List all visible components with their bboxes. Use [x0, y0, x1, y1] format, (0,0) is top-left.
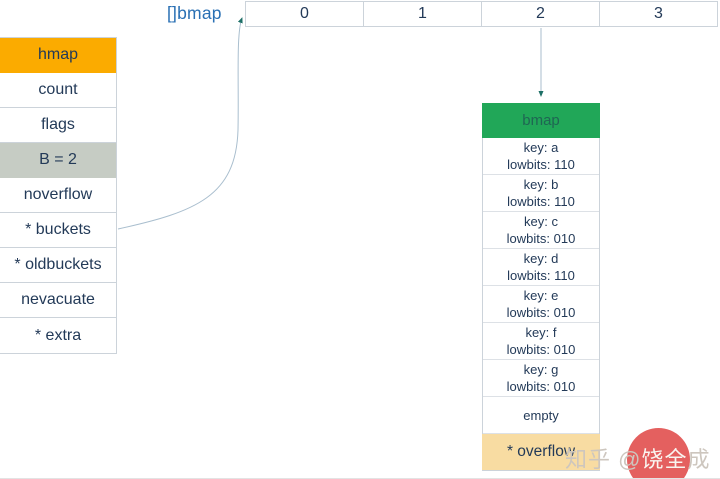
hmap-field-count: count [0, 73, 116, 108]
watermark-prefix: 知乎 @ [565, 447, 642, 472]
hmap-field-b: B = 2 [0, 143, 116, 178]
zhihu-logo-circle [627, 428, 690, 478]
bucket-cell-2: 2 [482, 2, 600, 26]
watermark-suffix: 成 [687, 447, 711, 472]
bmap-empty-slot: empty [483, 397, 599, 434]
entry-key: key: c [524, 214, 558, 229]
bmap-entry-1: key: b lowbits: 110 [483, 175, 599, 212]
bmap-entry-6: key: g lowbits: 010 [483, 360, 599, 397]
entry-key: key: e [523, 288, 559, 303]
hmap-field-nevacuate: nevacuate [0, 283, 116, 318]
entry-key: key: d [523, 251, 559, 266]
hmap-field-flags: flags [0, 108, 116, 143]
entry-lowbits: lowbits: 110 [507, 268, 575, 283]
hmap-field-hmap: hmap [0, 38, 116, 73]
bmap-header: bmap [482, 103, 600, 138]
hmap-field-oldbuckets: * oldbuckets [0, 248, 116, 283]
entry-key: key: a [523, 140, 559, 155]
bucket-cell-1: 1 [364, 2, 482, 26]
watermark-name-on-circle: 饶全 [641, 447, 688, 472]
bmap-entry-3: key: d lowbits: 110 [483, 249, 599, 286]
entry-lowbits: lowbits: 010 [506, 231, 576, 246]
entry-key: key: g [523, 362, 559, 377]
bucket-cell-3: 3 [654, 5, 663, 22]
hmap-field-extra: * extra [0, 318, 116, 353]
zhihu-watermark: 知乎 @饶全成 [565, 442, 710, 474]
bmap-entry-5: key: f lowbits: 010 [483, 323, 599, 360]
buckets-pointer-arrow [117, 17, 243, 230]
bmap-bucket-table: bmap key: a lowbits: 110 key: b lowbits: 110… [482, 103, 600, 471]
entry-lowbits: lowbits: 110 [507, 157, 575, 172]
entry-lowbits: lowbits: 010 [506, 342, 576, 357]
entry-key: key: f [525, 325, 557, 340]
entry-lowbits: lowbits: 110 [507, 194, 575, 209]
entry-key: key: b [523, 177, 559, 192]
hmap-field-noverflow: noverflow [0, 178, 116, 213]
entry-lowbits: lowbits: 010 [506, 305, 576, 320]
bmap-entry-4: key: e lowbits: 010 [483, 286, 599, 323]
hmap-field-buckets: * buckets [0, 213, 116, 248]
bmap-entry-2: key: c lowbits: 010 [483, 212, 599, 249]
bucket-cell-0: 0 [246, 2, 364, 26]
bmap-entry-0: key: a lowbits: 110 [483, 138, 599, 175]
entry-lowbits: lowbits: 010 [506, 379, 576, 394]
bmap-overflow-pointer: * overflow [482, 434, 600, 470]
bmap-array-label: []bmap [167, 3, 222, 23]
